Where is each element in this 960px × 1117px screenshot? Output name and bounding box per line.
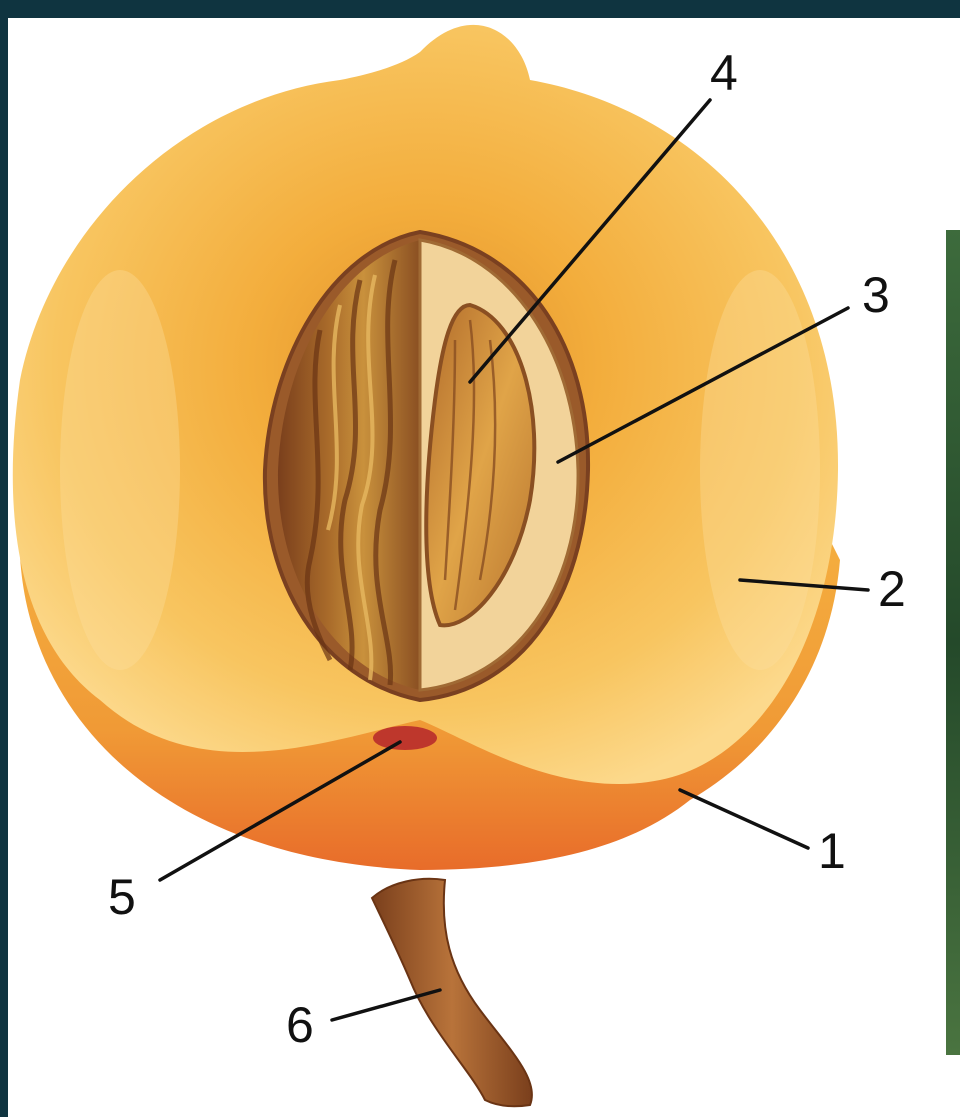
flesh-highlight-right xyxy=(700,270,820,670)
callout-label-1: 1 xyxy=(818,823,846,879)
flesh-highlight-left xyxy=(60,270,180,670)
callout-label-3: 3 xyxy=(862,267,890,323)
callout-label-5: 5 xyxy=(108,869,136,925)
callout-label-6: 6 xyxy=(286,997,314,1053)
callout-label-2: 2 xyxy=(878,561,906,617)
stem-scar xyxy=(373,726,437,750)
side-photo xyxy=(946,230,960,1055)
callout-label-4: 4 xyxy=(710,45,738,101)
